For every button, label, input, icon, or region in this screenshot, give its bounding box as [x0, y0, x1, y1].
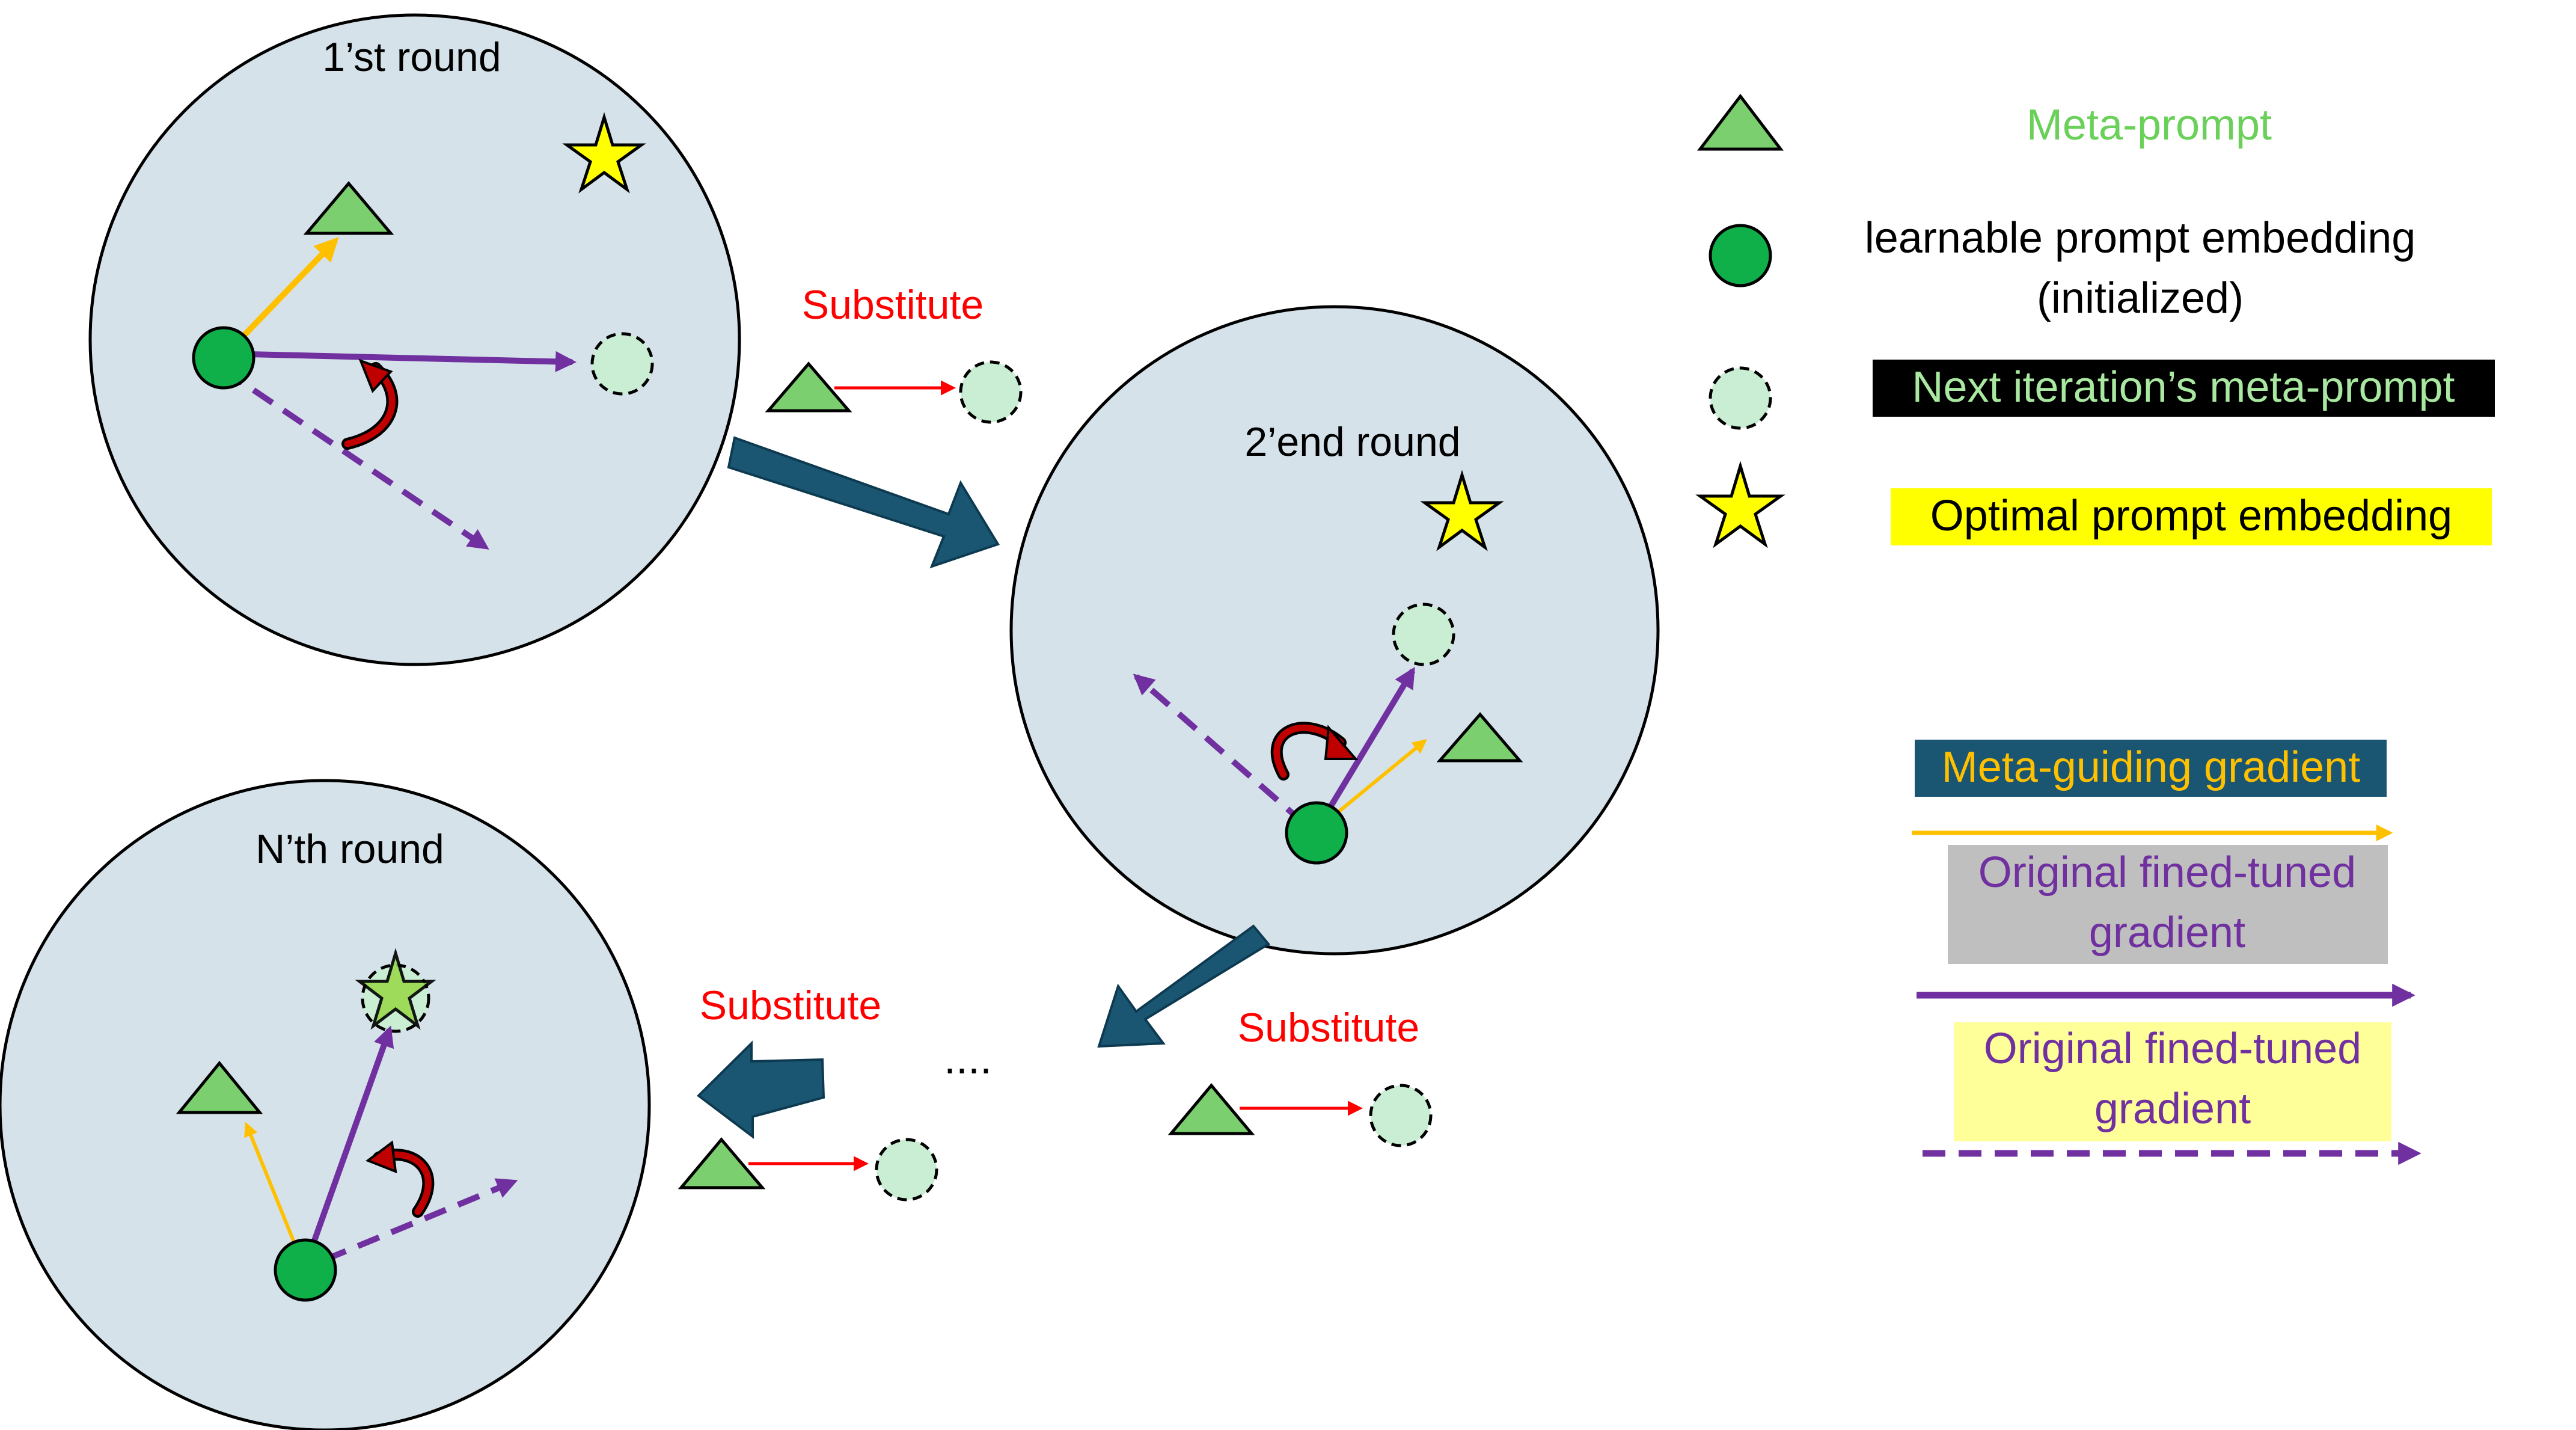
flow-arrow-ellipsis-to-n [696, 1040, 825, 1140]
legend-meta-guiding-label: Meta-guiding gradient [1942, 743, 2360, 791]
ellipsis: .... [944, 1035, 992, 1083]
legend-star-icon [1695, 461, 1785, 548]
round-2-original-arrow [1314, 667, 1416, 832]
substitute-1-group: Substitute [765, 282, 1023, 424]
substitute-1-triangle-icon [765, 361, 852, 413]
round-1-rotation-arrowhead-icon [358, 358, 393, 393]
round-1-next-meta-prompt-icon [590, 332, 654, 396]
legend-orig-dashed-highlight [1954, 1022, 2391, 1141]
legend-learnable-label-line1: learnable prompt embedding [1865, 214, 2416, 262]
substitute-3-next-meta-prompt-icon [1369, 1084, 1433, 1147]
legend-orig-solid-highlight [1948, 845, 2388, 964]
legend-next-iteration-highlight [1873, 360, 2495, 417]
round-2-next-meta-prompt-icon [1392, 603, 1455, 666]
substitute-1-next-meta-prompt-icon [959, 360, 1023, 424]
substitute-2-next-meta-prompt-icon [875, 1138, 938, 1201]
legend-learnable-dot-icon [1709, 224, 1772, 287]
round-2-title: 2’end round [1244, 419, 1460, 465]
legend-meta-prompt-label: Meta-prompt [2027, 101, 2272, 149]
round-1-title: 1’st round [322, 34, 501, 80]
substitute-2-triangle-icon [678, 1137, 766, 1189]
legend-learnable-label-line2: (initialized) [2037, 274, 2244, 322]
legend-orig-dashed-label-line1: Original fined-tuned [1984, 1025, 2361, 1073]
round-n-title: N’th round [255, 826, 444, 872]
round-n-rotation-arrowhead-icon [365, 1140, 397, 1174]
flow-arrow-2-to-ellipsis [1097, 924, 1271, 1048]
round-2-original-dashed-arrow [1133, 674, 1307, 826]
legend-next-meta-prompt-icon [1709, 366, 1772, 430]
round-1-circle [88, 13, 741, 666]
substitute-1-label: Substitute [802, 282, 984, 328]
round-2-star-icon [1420, 470, 1504, 551]
legend-orig-solid-label-line2: gradient [2089, 909, 2245, 957]
round-2-triangle-icon [1436, 712, 1523, 763]
round-1-original-arrow [223, 351, 577, 372]
substitute-3-group: Substitute [1167, 1005, 1433, 1147]
legend-meta-guiding-highlight [1915, 740, 2387, 797]
legend: Meta-prompt learnable prompt embedding (… [1695, 93, 2495, 1165]
round-2-group: 2’end round [1009, 305, 1660, 956]
substitute-3-triangle-icon [1167, 1083, 1255, 1135]
round-2-circle [1009, 305, 1660, 956]
round-n-star-icon [355, 948, 436, 1030]
round-1-original-dashed-arrow [222, 367, 489, 550]
round-1-triangle-icon [303, 181, 394, 235]
legend-optimal-highlight [1891, 488, 2492, 545]
substitute-2-group: Substitute [678, 983, 938, 1201]
legend-next-iteration-label: Next iteration’s meta-prompt [1912, 363, 2455, 411]
flow-arrow-1-to-2 [727, 436, 1000, 569]
round-1-group: 1’st round [88, 13, 741, 666]
legend-triangle-icon [1696, 93, 1784, 151]
substitute-2-label: Substitute [700, 983, 881, 1028]
legend-orig-dashed-label-line2: gradient [2094, 1085, 2251, 1133]
round-n-triangle-icon [176, 1061, 263, 1114]
round-1-star-icon [562, 112, 646, 194]
round-1-learnable-dot-icon [192, 326, 255, 390]
round-n-learnable-dot-icon [274, 1238, 337, 1302]
legend-orig-solid-label-line1: Original fined-tuned [1978, 848, 2356, 897]
round-2-rotation-arrowhead-icon [1324, 725, 1359, 760]
legend-optimal-label: Optimal prompt embedding [1930, 492, 2452, 540]
round-n-original-arrow [302, 1025, 394, 1267]
round-n-circle [0, 779, 651, 1430]
round-2-learnable-dot-icon [1285, 801, 1348, 865]
round-n-group: N’th round [0, 779, 651, 1430]
substitute-3-label: Substitute [1238, 1005, 1419, 1051]
